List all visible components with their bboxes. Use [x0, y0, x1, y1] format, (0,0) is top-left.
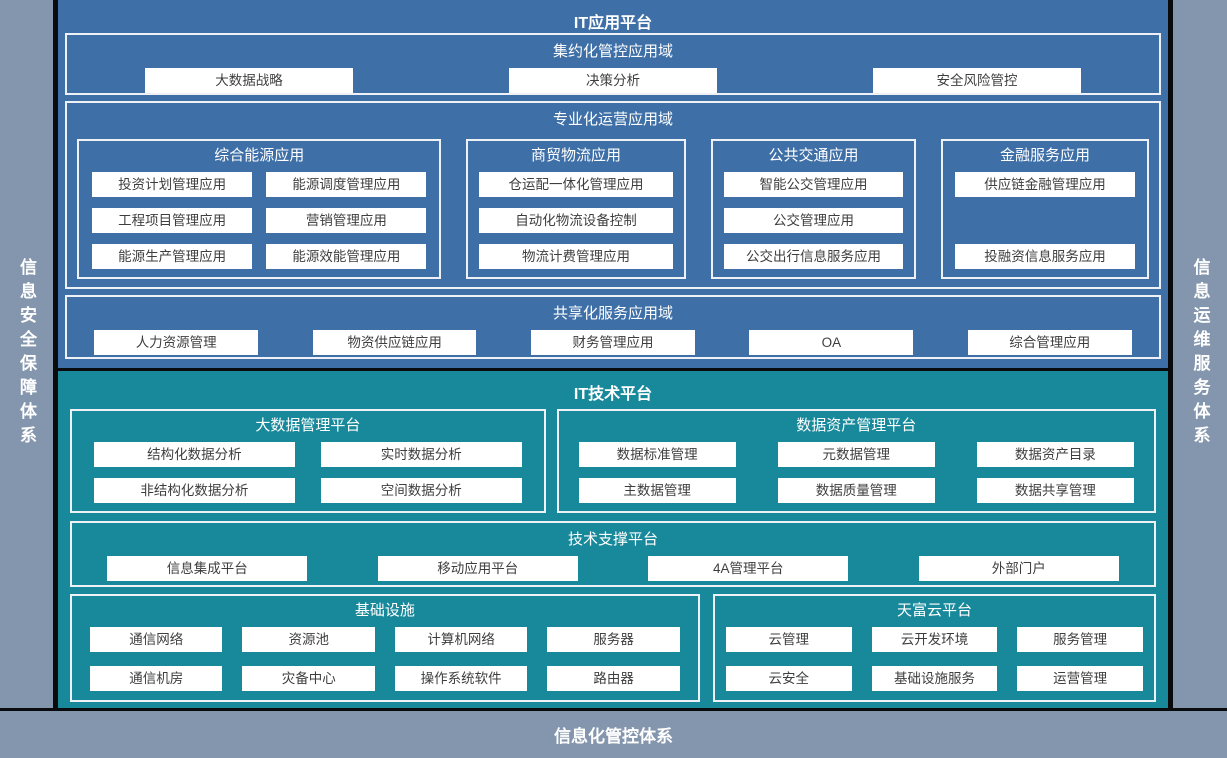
- governance-bar: 信息化管控体系: [0, 711, 1227, 758]
- diagram-chip: 结构化数据分析: [94, 442, 295, 467]
- diagram-chip: 服务器: [547, 627, 680, 652]
- infrastructure-chip-grid: 通信网络资源池计算机网络服务器通信机房灾备中心操作系统软件路由器: [72, 627, 698, 691]
- diagram-chip: 公交出行信息服务应用: [723, 244, 904, 269]
- diagram-chip: 智能公交管理应用: [723, 172, 904, 197]
- diagram-chip: 物流计费管理应用: [479, 244, 673, 269]
- trade-logistics-group-title: 商贸物流应用: [531, 147, 622, 164]
- public-transport-group: 公共交通应用 智能公交管理应用公交管理应用公交出行信息服务应用: [710, 139, 917, 279]
- shared-services-domain-title: 共享化服务应用域: [552, 305, 673, 322]
- governance-bar-label: 信息化管控体系: [554, 727, 673, 746]
- tech-support-platform-box: 技术支撑平台 信息集成平台 移动应用平台 4A管理平台 外部门户: [70, 521, 1156, 587]
- energy-chip-grid: 投资计划管理应用能源调度管理应用工程项目管理应用营销管理应用能源生产管理应用能源…: [79, 172, 439, 269]
- diagram-chip: 能源效能管理应用: [266, 244, 427, 269]
- data-asset-chip-grid: 数据标准管理 元数据管理 数据资产目录主数据管理 数据质量管理 数据共享管理: [559, 442, 1154, 503]
- transport-chip-grid: 智能公交管理应用公交管理应用公交出行信息服务应用: [713, 172, 915, 269]
- centralized-control-domain-title: 集约化管控应用域: [552, 43, 673, 60]
- diagram-chip: 云开发环境: [871, 627, 998, 652]
- infrastructure-row: 基础设施 通信网络资源池计算机网络服务器通信机房灾备中心操作系统软件路由器 天富…: [70, 594, 1156, 702]
- energy-app-group-title: 综合能源应用: [214, 147, 305, 164]
- diagram-chip: 实时数据分析: [320, 442, 522, 467]
- diagram-chip: 信息集成平台: [107, 556, 308, 581]
- financial-services-group: 金融服务应用 供应链金融管理应用投融资信息服务应用: [941, 139, 1149, 279]
- diagram-chip: 基础设施服务: [871, 666, 998, 691]
- diagram-chip: 计算机网络: [394, 627, 528, 652]
- diagram-chip: 大数据战略: [145, 68, 353, 93]
- it-tech-platform-title: IT技术平台: [573, 386, 653, 403]
- tech-support-platform-title: 技术支撑平台: [567, 531, 658, 548]
- diagram-chip: 自动化物流设备控制: [479, 208, 673, 233]
- diagram-chip: 仓运配一体化管理应用: [479, 172, 673, 197]
- diagram-chip: 数据标准管理: [578, 442, 736, 467]
- diagram-chip: 能源调度管理应用: [266, 172, 427, 197]
- diagram-chip: 财务管理应用: [531, 330, 695, 355]
- diagram-chip: 资源池: [242, 627, 375, 652]
- bigdata-platform-group: 大数据管理平台 结构化数据分析实时数据分析非结构化数据分析空间数据分析: [70, 409, 546, 513]
- diagram-chip: 4A管理平台: [648, 556, 849, 581]
- diagram-chip: 云安全: [725, 666, 852, 691]
- diagram-chip: 主数据管理: [578, 478, 736, 503]
- diagram-chip: 数据质量管理: [777, 478, 935, 503]
- diagram-chip: 外部门户: [918, 556, 1119, 581]
- diagram-chip: 元数据管理: [777, 442, 935, 467]
- diagram-chip: 综合管理应用: [967, 330, 1132, 355]
- diagram-chip: 运营管理: [1017, 666, 1143, 691]
- diagram-chip: 空间数据分析: [320, 478, 522, 503]
- diagram-chip: 数据资产目录: [976, 442, 1134, 467]
- operations-pillar-label: 信息运维服务体系: [1190, 258, 1210, 450]
- trade-chip-grid: 仓运配一体化管理应用自动化物流设备控制物流计费管理应用: [468, 172, 684, 269]
- diagram-chip: 营销管理应用: [266, 208, 427, 233]
- data-asset-platform-title: 数据资产管理平台: [796, 417, 917, 434]
- diagram-chip: 服务管理: [1017, 627, 1143, 652]
- diagram-chip: 能源生产管理应用: [92, 244, 253, 269]
- diagram-chip: 人力资源管理: [94, 330, 259, 355]
- infrastructure-group: 基础设施 通信网络资源池计算机网络服务器通信机房灾备中心操作系统软件路由器: [70, 594, 700, 702]
- diagram-chip: 投融资信息服务应用: [955, 244, 1135, 269]
- it-tech-platform-panel: IT技术平台 大数据管理平台 结构化数据分析实时数据分析非结构化数据分析空间数据…: [58, 371, 1168, 708]
- trade-logistics-group: 商贸物流应用 仓运配一体化管理应用自动化物流设备控制物流计费管理应用: [466, 139, 686, 279]
- financial-services-group-title: 金融服务应用: [1000, 147, 1091, 164]
- cloud-chip-grid: 云管理云开发环境服务管理云安全基础设施服务运营管理: [715, 627, 1154, 691]
- diagram-chip: 云管理: [725, 627, 852, 652]
- cloud-platform-group: 天富云平台 云管理云开发环境服务管理云安全基础设施服务运营管理: [712, 594, 1156, 702]
- it-app-platform-title: IT应用平台: [573, 15, 653, 32]
- diagram-chip: 决策分析: [509, 68, 717, 93]
- professional-operation-domain-box: 专业化运营应用域 综合能源应用 投资计划管理应用能源调度管理应用工程项目管理应用…: [65, 101, 1161, 289]
- diagram-chip: 非结构化数据分析: [94, 478, 295, 503]
- security-pillar-label: 信息安全保障体系: [17, 258, 36, 450]
- energy-app-group: 综合能源应用 投资计划管理应用能源调度管理应用工程项目管理应用营销管理应用能源生…: [77, 139, 442, 279]
- diagram-chip: 通信机房: [90, 666, 223, 691]
- diagram-chip: 供应链金融管理应用: [955, 172, 1135, 197]
- diagram-chip: 移动应用平台: [377, 556, 578, 581]
- tech-support-chip-row: 信息集成平台 移动应用平台 4A管理平台 外部门户: [72, 556, 1154, 581]
- finance-chip-grid: 供应链金融管理应用投融资信息服务应用: [943, 172, 1147, 269]
- diagram-chip: 安全风险管控: [873, 68, 1081, 93]
- centralized-chip-row: 大数据战略 决策分析 安全风险管控: [67, 68, 1159, 93]
- diagram-chip: 投资计划管理应用: [92, 172, 253, 197]
- diagram-chip: OA: [749, 330, 914, 355]
- diagram-chip: 操作系统软件: [394, 666, 528, 691]
- it-app-platform-panel: IT应用平台 集约化管控应用域 大数据战略 决策分析 安全风险管控 专业化运营应用域…: [58, 0, 1168, 368]
- diagram-chip: 通信网络: [90, 627, 223, 652]
- diagram-chip: 灾备中心: [242, 666, 375, 691]
- diagram-chip: 路由器: [547, 666, 680, 691]
- public-transport-group-title: 公共交通应用: [768, 147, 859, 164]
- bigdata-chip-grid: 结构化数据分析实时数据分析非结构化数据分析空间数据分析: [72, 442, 544, 503]
- bigdata-platform-title: 大数据管理平台: [255, 417, 361, 434]
- operations-pillar: 信息运维服务体系: [1173, 0, 1227, 708]
- diagram-chip: 公交管理应用: [723, 208, 904, 233]
- cloud-platform-title: 天富云平台: [896, 602, 972, 619]
- professional-operation-domain-title: 专业化运营应用域: [552, 111, 673, 128]
- diagram-chip: 数据共享管理: [976, 478, 1134, 503]
- professional-groups-row: 综合能源应用 投资计划管理应用能源调度管理应用工程项目管理应用营销管理应用能源生…: [67, 139, 1159, 279]
- centralized-control-domain-box: 集约化管控应用域 大数据战略 决策分析 安全风险管控: [65, 33, 1161, 95]
- shared-services-domain-box: 共享化服务应用域 人力资源管理 物资供应链应用 财务管理应用 OA 综合管理应用: [65, 295, 1161, 359]
- security-pillar: 信息安全保障体系: [0, 0, 53, 708]
- infrastructure-title: 基础设施: [354, 602, 415, 619]
- diagram-chip: 工程项目管理应用: [92, 208, 253, 233]
- data-platforms-row: 大数据管理平台 结构化数据分析实时数据分析非结构化数据分析空间数据分析 数据资产…: [70, 409, 1156, 513]
- shared-chip-row: 人力资源管理 物资供应链应用 财务管理应用 OA 综合管理应用: [67, 330, 1159, 355]
- data-asset-platform-group: 数据资产管理平台 数据标准管理 元数据管理 数据资产目录主数据管理 数据质量管理 数据共…: [556, 409, 1156, 513]
- diagram-chip: 物资供应链应用: [312, 330, 477, 355]
